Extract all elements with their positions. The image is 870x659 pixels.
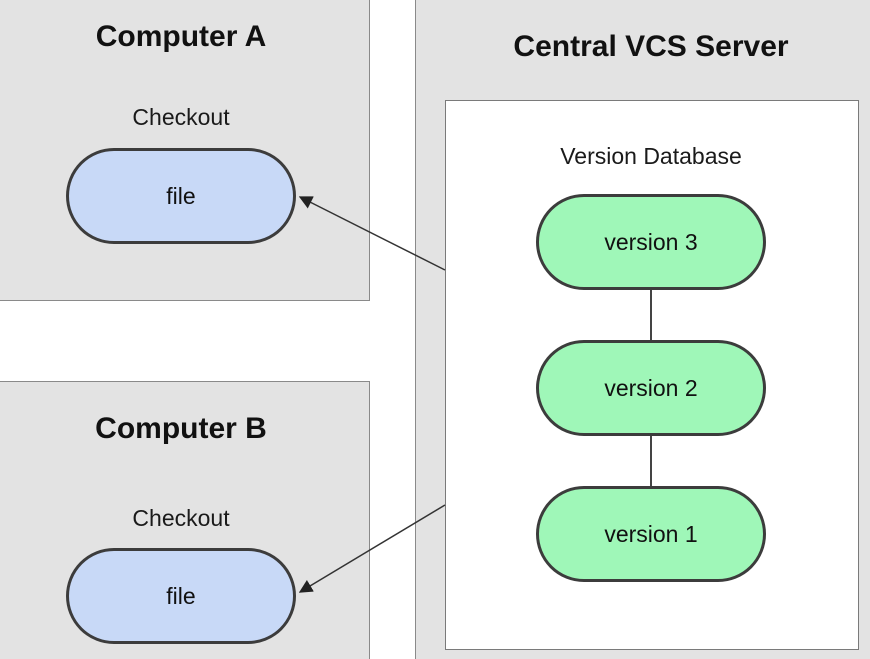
computer-a-file-node: file <box>66 148 296 244</box>
version-1-node: version 1 <box>536 486 766 582</box>
version-2-node: version 2 <box>536 340 766 436</box>
version-database-label: Version Database <box>560 143 742 169</box>
computer-b-checkout-label: Checkout <box>132 505 230 531</box>
computer-b-file-node: file <box>66 548 296 644</box>
version-2-label: version 2 <box>604 374 698 401</box>
computer-b-title: Computer B <box>95 412 267 445</box>
computer-b-file-label: file <box>166 582 196 609</box>
computer-a-file-label: file <box>166 182 196 209</box>
computer-a-title: Computer A <box>95 20 267 53</box>
computer-a-checkout-label: Checkout <box>132 104 230 130</box>
version-1-label: version 1 <box>604 520 698 547</box>
version-3-node: version 3 <box>536 194 766 290</box>
version-3-label: version 3 <box>604 228 698 255</box>
server-title: Central VCS Server <box>513 30 789 63</box>
